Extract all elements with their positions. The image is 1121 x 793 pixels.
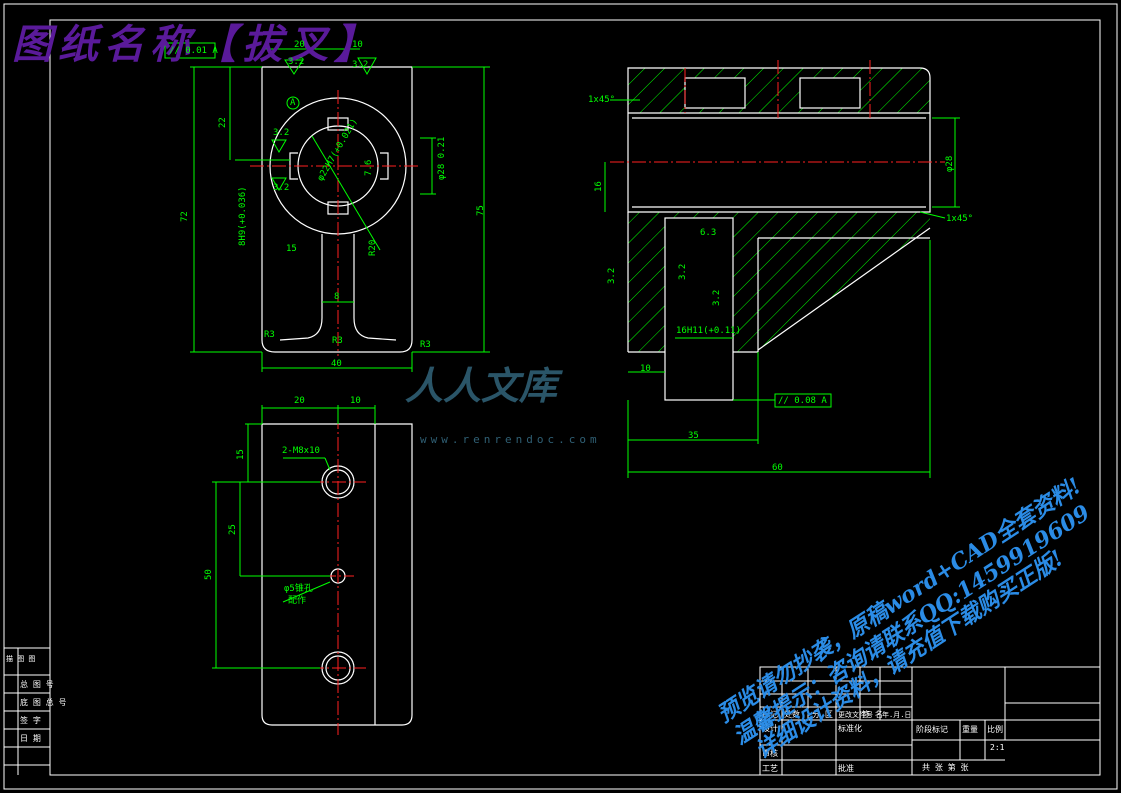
side-dim-phi28: φ28	[945, 155, 955, 172]
watermark-url: www.renrendoc.com	[420, 433, 601, 446]
side-parallel-tolerance: // 0.08 A	[778, 396, 827, 406]
front-dim-8: 8	[334, 292, 340, 302]
tb-date: 年.月.日	[882, 711, 912, 719]
tb-check: 审核	[762, 749, 778, 758]
strip-general-no: 总 图 号	[20, 680, 54, 689]
side-roughness-b: 3.2	[678, 263, 688, 280]
strip-sign: 签 字	[20, 716, 41, 725]
top-view-dims	[212, 405, 376, 669]
top-pin-hole: φ5锥孔	[284, 584, 313, 594]
tb-signature: 签 名	[862, 710, 883, 719]
front-dim-75: 75	[476, 205, 486, 216]
front-view	[261, 66, 413, 353]
front-dim-7-6: 7.6	[364, 159, 374, 176]
front-dim-22: 22	[218, 117, 228, 128]
tb-weight: 重量	[962, 725, 978, 734]
side-dim-60: 60	[772, 463, 783, 473]
top-thread-callout: 2-M8x10	[282, 446, 320, 456]
front-view-dims	[164, 42, 490, 372]
tb-design: 设计	[762, 724, 778, 733]
drawing-frame	[3, 3, 1118, 790]
front-dim-10: 10	[352, 40, 363, 50]
side-chamfer-top: 1x45°	[588, 95, 616, 105]
strip-base-no: 底 图 总 号	[20, 698, 67, 707]
tb-scale-label: 比例	[987, 725, 1003, 734]
tb-zone: 分 区	[812, 710, 833, 719]
tb-sheets: 共 张 第 张	[922, 763, 969, 772]
front-roughness-right: 3.2	[352, 60, 369, 70]
strip-date: 日 期	[20, 734, 41, 743]
front-slot-fit: 8H9(+0.036)	[238, 186, 248, 246]
watermark-logo: 人人文库	[405, 363, 558, 408]
front-dim-72: 72	[180, 211, 190, 222]
top-dim-20: 20	[294, 396, 305, 406]
strip-trace: 描 图 图	[6, 655, 36, 663]
front-dim-20: 20	[294, 40, 305, 50]
tb-process: 工艺	[762, 764, 778, 773]
front-dim-40: 40	[331, 359, 342, 369]
side-roughness-c: 3.2	[712, 289, 722, 306]
top-dim-10: 10	[350, 396, 361, 406]
side-roughness-6-3: 6.3	[700, 228, 717, 238]
front-roughness-b: 3.2	[273, 183, 290, 193]
front-dim-r20: R20	[368, 239, 378, 256]
title-block	[759, 666, 1101, 776]
front-dim-r3-right: R3	[420, 340, 431, 350]
side-view	[604, 60, 960, 478]
front-view-centerlines	[250, 90, 420, 356]
tb-approve: 批准	[838, 764, 854, 773]
top-dim-25: 25	[228, 524, 238, 535]
front-roughness-a: 3.2	[273, 128, 290, 138]
side-chamfer-bottom: 1x45°	[946, 214, 974, 224]
tb-change-doc: 更改文件号	[838, 711, 873, 719]
tb-mark: 标记	[762, 710, 778, 719]
top-view	[261, 423, 413, 726]
top-dim-15: 15	[236, 449, 246, 460]
tb-count: 处数	[784, 710, 800, 719]
front-dim-r3-left: R3	[264, 330, 275, 340]
front-roughness-top: 3.2	[288, 57, 305, 67]
front-datum-a: A	[290, 98, 296, 108]
drawing-title: 图纸名称【拔叉】	[12, 21, 380, 68]
side-dim-35: 35	[688, 431, 699, 441]
front-dim-phi28: φ28 0.21	[437, 136, 447, 180]
front-dim-15: 15	[286, 244, 297, 254]
tb-scale: 2:1	[990, 743, 1005, 752]
front-dim-r3-mid: R3	[332, 336, 343, 346]
side-dim-16: 16	[594, 181, 604, 192]
top-dim-50: 50	[204, 569, 214, 580]
tb-standardize: 标准化	[838, 724, 862, 733]
front-parallel-tolerance: // 0.01 A	[169, 46, 218, 56]
side-roughness-a: 3.2	[607, 267, 617, 284]
side-slot-fit: 16H11(+0.11)	[676, 326, 742, 336]
tb-stage-mark: 阶段标记	[916, 725, 948, 734]
top-view-centerlines	[310, 415, 366, 735]
top-pin-note: 配作	[288, 596, 307, 606]
side-dim-10: 10	[640, 364, 651, 374]
